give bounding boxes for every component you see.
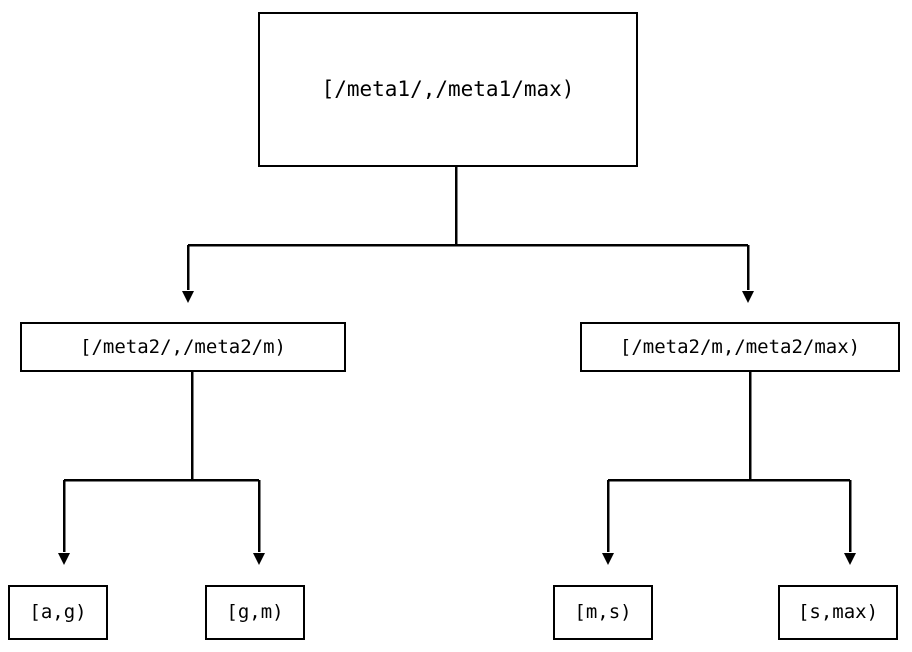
- node-leaf-s-max-label: [s,max): [797, 601, 879, 623]
- node-mid-left: [/meta2/,/meta2/m): [20, 322, 346, 372]
- node-root: [/meta1/,/meta1/max): [258, 12, 638, 167]
- node-root-label: [/meta1/,/meta1/max): [321, 77, 575, 101]
- arrowhead-icon-leaf-ag: [58, 553, 70, 565]
- node-leaf-a-g: [a,g): [8, 585, 108, 640]
- node-mid-right-label: [/meta2/m,/meta2/max): [619, 335, 861, 358]
- arrowhead-icon-leaf-gm: [253, 553, 265, 565]
- arrowhead-icon-leaf-smax: [844, 553, 856, 565]
- arrowhead-icon-leaf-ms: [602, 553, 614, 565]
- node-leaf-g-m: [g,m): [205, 585, 305, 640]
- arrowhead-icon-mid-right: [742, 291, 754, 303]
- node-leaf-g-m-label: [g,m): [226, 601, 284, 623]
- node-leaf-m-s: [m,s): [553, 585, 653, 640]
- node-mid-right: [/meta2/m,/meta2/max): [580, 322, 900, 372]
- arrowhead-icon-mid-left: [182, 291, 194, 303]
- node-leaf-a-g-label: [a,g): [29, 601, 87, 623]
- node-leaf-m-s-label: [m,s): [574, 601, 632, 623]
- node-mid-left-label: [/meta2/,/meta2/m): [80, 335, 286, 358]
- node-leaf-s-max: [s,max): [778, 585, 898, 640]
